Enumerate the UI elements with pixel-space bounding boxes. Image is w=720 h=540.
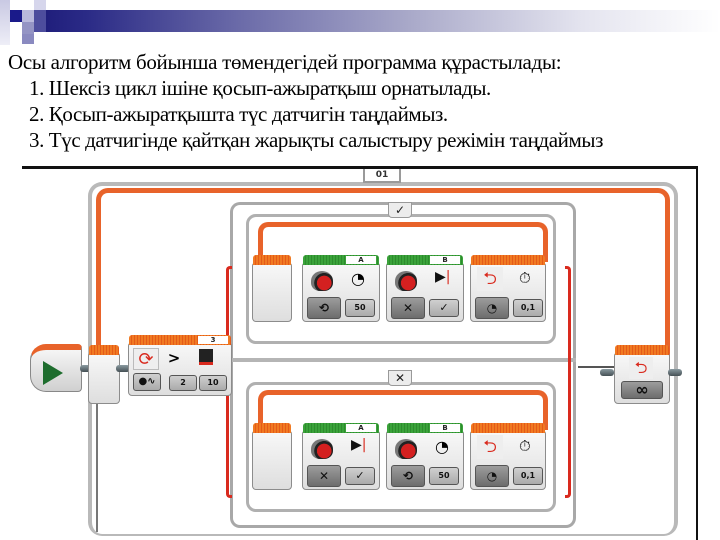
motor-mode-selector[interactable]: ✕ [391, 297, 425, 319]
motor-port-label: B [430, 424, 460, 432]
block-header [253, 255, 291, 265]
block-header [253, 423, 291, 433]
decor-square [10, 10, 22, 22]
motor-mode-selector[interactable]: ⟲ [307, 297, 341, 319]
motor-mode-selector[interactable]: ✕ [307, 465, 341, 487]
false-case-orange-band [258, 390, 548, 430]
timer-icon: ⏱ [519, 269, 531, 287]
switch-divider [230, 358, 576, 362]
connector-plug [600, 369, 614, 376]
rotations-icon: ◔ [435, 437, 449, 456]
loop-interrupt-icon: ⮌ [477, 435, 503, 459]
decor-square [0, 0, 10, 45]
motor-port-label: B [430, 256, 460, 264]
connector-plug [668, 369, 682, 376]
seconds-input[interactable]: 0,1 [513, 467, 543, 485]
block-header: A [303, 255, 379, 265]
motor-port-label: A [346, 424, 376, 432]
large-motor-icon [311, 439, 333, 459]
motor-block[interactable]: A ◔ ⟲ 50 [302, 255, 380, 322]
loop-return-wire [96, 392, 98, 532]
decor-square [22, 34, 34, 44]
block-header: B [387, 423, 463, 433]
switch-frame-bottom [230, 362, 576, 528]
step-item: 3. Түс датчигінде қайтқан жарықты салыст… [29, 128, 603, 152]
block-header: B [387, 255, 463, 265]
step-item: 1. Шексіз цикл ішіне қосып-ажыратқыш орн… [29, 76, 491, 100]
program-canvas: 01 ✓ ✕ 3 ⟳ > ●∿ 2 10 A [22, 166, 698, 540]
stop-icon: ▶| [351, 437, 367, 453]
switch-right-bracket [565, 266, 571, 498]
brake-input[interactable]: ✓ [429, 299, 459, 317]
motor-port-label: A [346, 256, 376, 264]
block-header [471, 255, 545, 265]
sensor-port-label: 3 [198, 336, 228, 344]
frame-border [696, 166, 698, 540]
wait-mode-selector[interactable]: ◔ [475, 297, 509, 319]
motor-block[interactable]: A ▶| ✕ ✓ [302, 423, 380, 490]
switch-sensor-block[interactable]: 3 ⟳ > ●∿ 2 10 [128, 335, 232, 396]
brake-input[interactable]: ✓ [345, 467, 375, 485]
power-input[interactable]: 50 [429, 467, 459, 485]
step-item: 2. Қосып-ажыратқышта түс датчигін таңдай… [29, 102, 448, 126]
inner-loop-start-block[interactable] [252, 423, 292, 490]
frame-border [22, 166, 698, 169]
compare-symbol: > [167, 349, 181, 367]
decor-square [34, 0, 46, 10]
compare-type-input[interactable]: 2 [169, 375, 197, 391]
decor-square [34, 10, 46, 32]
block-header: 3 [129, 335, 231, 345]
mode-selector[interactable]: ●∿ [133, 373, 161, 391]
motor-block[interactable]: B ▶| ✕ ✓ [386, 255, 464, 322]
wait-mode-selector[interactable]: ◔ [475, 465, 509, 487]
block-header [89, 345, 119, 355]
loop-start-block[interactable] [88, 345, 120, 404]
motor-mode-selector[interactable]: ⟲ [391, 465, 425, 487]
loop-interrupt-icon: ⮌ [629, 357, 653, 379]
connector-plug [116, 365, 130, 372]
loop-name-label[interactable]: 01 [363, 169, 401, 183]
true-case-orange-band [258, 222, 548, 262]
start-block[interactable] [30, 344, 82, 392]
loop-interrupt-icon: ⮌ [477, 267, 503, 291]
large-motor-icon [395, 439, 417, 459]
loop-interrupt-block[interactable]: ⮌ ⏱ ◔ 0,1 [470, 423, 546, 490]
decor-square [22, 10, 34, 22]
block-header [615, 345, 669, 355]
header-gradient-bar [30, 10, 720, 32]
rotations-icon: ◔ [351, 269, 365, 288]
inner-loop-start-block[interactable] [252, 255, 292, 322]
loop-mode-selector[interactable]: ∞ [621, 381, 663, 399]
block-header [471, 423, 545, 433]
motor-block[interactable]: B ◔ ⟲ 50 [386, 423, 464, 490]
decor-square [22, 22, 34, 34]
large-motor-icon [311, 271, 333, 291]
timer-icon: ⏱ [519, 437, 531, 455]
color-sensor-icon: ⟳ [133, 348, 159, 370]
true-case-tab[interactable]: ✓ [388, 202, 412, 218]
play-icon [43, 361, 63, 385]
large-motor-icon [395, 271, 417, 291]
threshold-input[interactable]: 10 [199, 375, 227, 391]
outer-loop-orange-band [96, 188, 670, 368]
stop-icon: ▶| [435, 269, 451, 285]
sequence-wire [578, 366, 618, 368]
threshold-icon [199, 349, 213, 365]
loop-interrupt-block[interactable]: ⮌ ⏱ ◔ 0,1 [470, 255, 546, 322]
slide-heading: Осы алгоритм бойынша төмендегідей програ… [8, 50, 562, 74]
seconds-input[interactable]: 0,1 [513, 299, 543, 317]
power-input[interactable]: 50 [345, 299, 375, 317]
block-header: A [303, 423, 379, 433]
connector-plug [80, 365, 94, 372]
slide-text: Осы алгоритм бойынша төмендегідей програ… [8, 50, 720, 153]
false-case-tab[interactable]: ✕ [388, 370, 412, 386]
outer-loop-end-block[interactable]: ⮌ ∞ [614, 345, 670, 404]
